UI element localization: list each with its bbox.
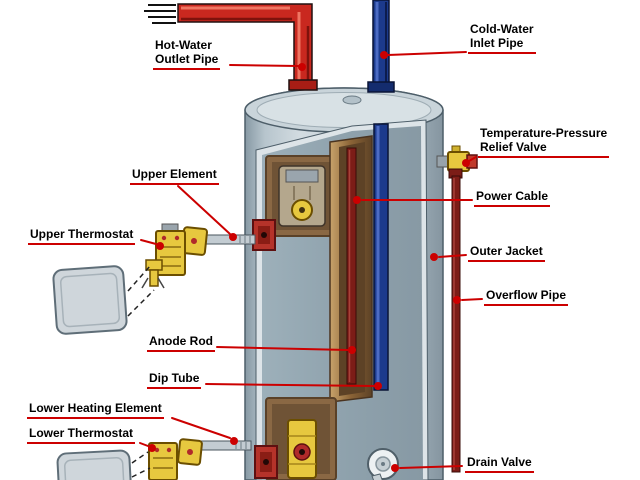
tank-cutaway — [252, 119, 429, 480]
upper-thermostat-clip — [141, 259, 165, 289]
label-cold-water-inlet-pipe: Cold-Water Inlet Pipe — [468, 22, 536, 55]
lower-exploded-dashes — [131, 451, 151, 478]
label-anode-rod: Anode Rod — [147, 334, 215, 353]
hot-water-pipe — [144, 3, 318, 91]
label-lower-heating-element: Lower Heating Element — [27, 401, 164, 420]
label-dip-tube: Dip Tube — [147, 371, 202, 390]
lower-access-panel — [265, 397, 337, 480]
leader-dots — [148, 51, 470, 472]
upper-thermostat — [155, 223, 186, 276]
upper-element — [173, 226, 256, 256]
label-temperature-pressure-relief-valve: Temperature-Pressure Relief Valve — [478, 126, 610, 159]
cold-water-pipe — [367, 0, 395, 93]
dip-tube — [373, 123, 389, 391]
tank-top-fitting — [342, 95, 362, 105]
label-lower-thermostat: Lower Thermostat — [27, 426, 136, 445]
label-outer-jacket: Outer Jacket — [468, 244, 545, 263]
upper-access-panel — [265, 155, 337, 237]
label-overflow-pipe: Overflow Pipe — [484, 288, 569, 307]
leader-lines — [139, 51, 483, 469]
label-hot-water-outlet-pipe: Hot-Water Outlet Pipe — [153, 38, 221, 71]
lower-thermostat — [148, 442, 178, 480]
upper-element-port — [252, 219, 276, 251]
anode-rod — [346, 147, 357, 385]
lower-thermostat-cover — [56, 449, 132, 480]
lower-element-port — [254, 445, 278, 479]
overflow-pipe — [448, 168, 463, 473]
label-upper-element: Upper Element — [130, 167, 219, 186]
lower-heating-element — [177, 438, 252, 466]
upper-thermostat-cover — [52, 265, 128, 335]
drain-valve — [367, 448, 399, 480]
label-upper-thermostat: Upper Thermostat — [28, 227, 136, 246]
label-power-cable: Power Cable — [474, 189, 551, 208]
label-drain-valve: Drain Valve — [465, 455, 534, 474]
upper-exploded-dashes — [127, 265, 155, 317]
